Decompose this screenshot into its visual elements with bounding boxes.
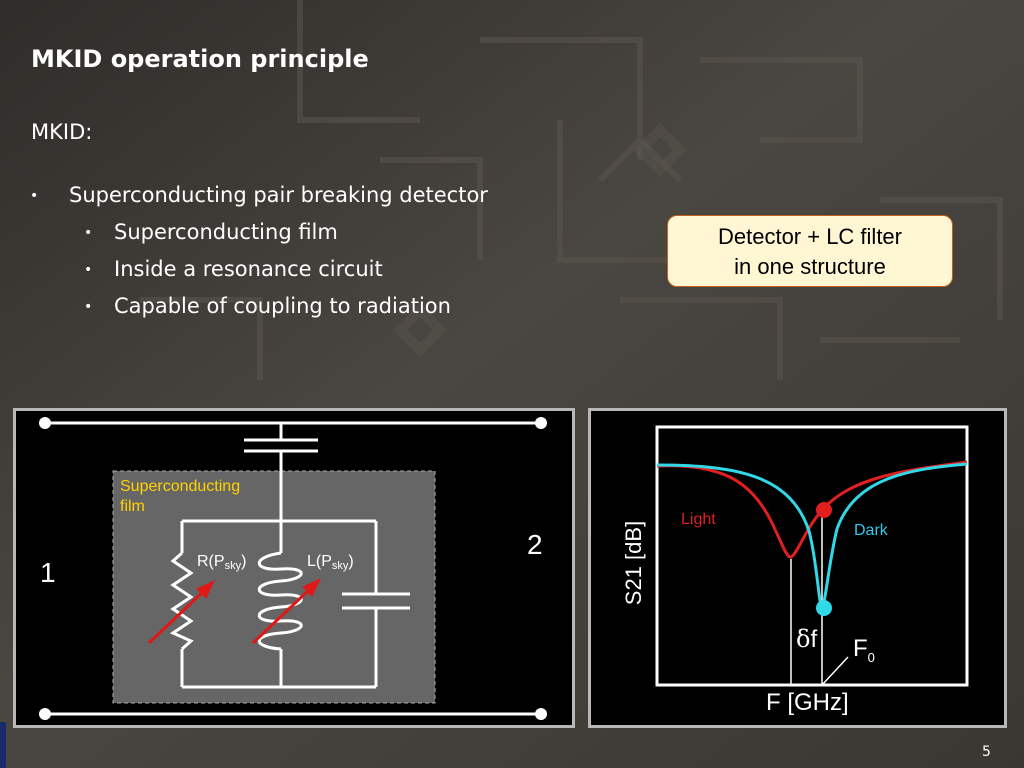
port-2-label: 2	[527, 529, 543, 560]
resistor-label-main: R(P	[197, 553, 225, 570]
sub-bullet-text: Superconducting film	[114, 220, 338, 244]
light-series-label: Light	[681, 511, 716, 528]
marker-lines	[790, 507, 849, 686]
dark-resonance-marker	[816, 600, 832, 616]
dark-resonance-curve	[656, 462, 968, 609]
resonator-capacitor	[342, 592, 410, 610]
delta-symbol: δ	[796, 625, 811, 653]
resistor-label: R(Psky)	[197, 553, 246, 572]
slide-title: MKID operation principle	[31, 45, 369, 73]
inductor-label-subscript: sky	[331, 560, 349, 572]
sub-bullet-text: Capable of coupling to radiation	[114, 294, 451, 318]
resistor-label-end: )	[241, 553, 247, 570]
bullet-dot-icon: •	[30, 188, 39, 204]
resistor-label-subscript: sky	[224, 560, 242, 572]
circuit-diagram-panel: Superconducting film 1 2 R(Psky) L(Psky)	[13, 408, 575, 728]
inductor-label-end: )	[348, 553, 354, 570]
sub-bullet-text: Inside a resonance circuit	[114, 257, 383, 281]
f0-subscript: 0	[867, 650, 875, 665]
inductor-symbol	[258, 551, 303, 651]
film-label-line-2: film	[120, 498, 145, 515]
callout-line-1: Detector + LC filter	[717, 224, 902, 249]
x-axis-label: F [GHz]	[766, 689, 849, 716]
dark-series-label: Dark	[854, 522, 888, 539]
resonator-wiring	[180, 519, 378, 689]
callout-line-2: in one structure	[734, 254, 886, 279]
bullet-text: Superconducting pair breaking detector	[69, 183, 488, 207]
resonance-plot	[655, 425, 969, 687]
inductor-label: L(Psky)	[307, 553, 354, 572]
f0-main: F	[853, 635, 868, 662]
f0-label: F0	[853, 635, 875, 665]
bullet-dot-icon: •	[84, 225, 93, 241]
delta-f-letter: f	[810, 626, 818, 653]
page-number: 5	[982, 744, 991, 760]
callout-box: Detector + LC filter in one structure	[667, 215, 953, 287]
y-axis-label: S21 [dB]	[621, 520, 646, 606]
resistor-symbol	[169, 551, 194, 651]
bullet-dot-icon: •	[84, 299, 93, 315]
light-resonance-marker	[816, 502, 832, 518]
superconducting-film-box	[112, 470, 436, 704]
tuning-arrow-icon	[147, 577, 322, 645]
circuit-diagram	[39, 417, 547, 720]
light-resonance-curve	[656, 460, 968, 559]
transmission-line	[45, 421, 541, 716]
bullet-dot-icon: •	[84, 262, 93, 278]
resonance-plot-panel: S21 [dB] F [GHz] Light Dark δf F0	[588, 408, 1007, 728]
plot-frame	[655, 425, 969, 687]
film-label-line-1: Superconducting	[120, 478, 241, 495]
port-1-label: 1	[40, 557, 56, 588]
superconducting-film-label: Superconducting film	[120, 477, 240, 517]
delta-f-label: δf	[796, 625, 817, 654]
slide-subtitle: MKID:	[31, 120, 93, 144]
inductor-label-main: L(P	[307, 553, 332, 570]
coupling-capacitor	[244, 423, 318, 521]
port-terminals	[39, 417, 547, 720]
